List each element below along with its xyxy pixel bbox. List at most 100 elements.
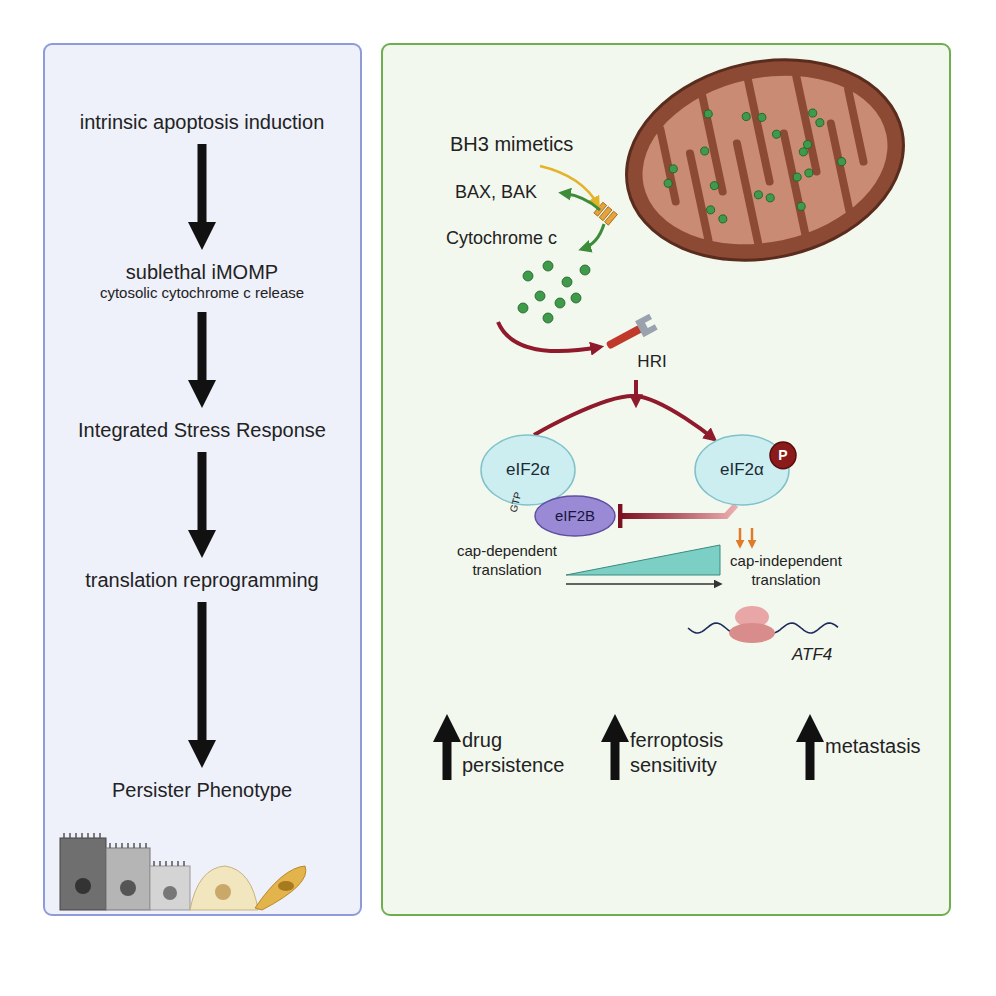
illustration-part: [93, 833, 95, 838]
illustration-part: [848, 89, 863, 161]
illustration-part: [606, 325, 643, 350]
illustration-part: [605, 211, 618, 225]
node-text: intrinsic apoptosis induction: [80, 110, 325, 134]
illustration-part: [748, 80, 770, 182]
illustration-part: [796, 202, 805, 211]
phospho-circle: P: [769, 441, 797, 470]
illustration-part: [804, 168, 813, 177]
illustration-part: [669, 164, 678, 173]
step-text: intrinsic apoptosis induction: [76, 108, 329, 136]
illustration-part: [700, 146, 709, 155]
inhibition-line: [620, 505, 736, 516]
illustration-part: [60, 838, 106, 910]
node-text: translation reprogramming: [85, 568, 318, 592]
illustration-part: [535, 291, 545, 301]
node-text: eIF2B: [555, 507, 595, 525]
outcome-label: drug persistence: [462, 728, 577, 778]
cytochrome-dots: [651, 84, 854, 237]
cytc-arrow: [582, 224, 604, 249]
left-panel: [44, 44, 361, 915]
illustration-part: [741, 112, 750, 121]
illustration-part: [543, 313, 553, 323]
illustration-part: [153, 861, 155, 866]
illustration-part: [120, 880, 136, 896]
outcome-label: ferroptosis sensitivity: [630, 728, 748, 778]
illustration-part: [115, 843, 117, 848]
drug-label: BH3 mimetics: [450, 132, 573, 157]
illustration-part: [133, 843, 135, 848]
orange-arrow: [751, 528, 754, 546]
illustration-part: [706, 205, 715, 214]
illustration-part: [215, 884, 231, 900]
illustration-part: [87, 833, 89, 838]
protein-ellipse: eIF2α: [480, 434, 576, 506]
illustration-part: [754, 190, 763, 199]
step-arrow: [197, 602, 206, 740]
illustration-part: [562, 277, 572, 287]
illustration-part: [831, 124, 849, 211]
translation-shift-arrow: [566, 583, 720, 585]
mitochondrion: [608, 35, 923, 285]
wrench-icon: [603, 314, 657, 354]
node-text: Integrated Stress Response: [78, 418, 326, 442]
step-arrow: [198, 144, 207, 222]
illustration-part: [75, 878, 91, 894]
illustration-part: [139, 843, 141, 848]
illustration-part: [165, 861, 167, 866]
illustration-part: [255, 866, 306, 910]
illustration-part: [815, 118, 824, 127]
process-label: cap-dependent translation: [452, 542, 562, 580]
illustration-part: [106, 848, 150, 910]
illustration-part: [702, 96, 722, 191]
illustration-part: [81, 833, 83, 838]
illustration-part: [99, 833, 101, 838]
illustration-part: [171, 861, 173, 866]
illustration-part: [159, 861, 161, 866]
step-arrow: [197, 452, 206, 530]
node-text: Persister Phenotype: [112, 778, 292, 802]
illustration-part: [765, 193, 774, 202]
protein-ellipse: eIF2B: [534, 495, 616, 537]
protein-label: Cytochrome c: [446, 227, 557, 250]
illustration-part: [177, 861, 179, 866]
node-text: P: [778, 447, 787, 464]
illustration-part: [69, 833, 71, 838]
protein-ellipse: eIF2α P: [694, 434, 790, 506]
cytochrome-dots: [518, 261, 590, 323]
bh3-arrow: [540, 166, 598, 205]
illustration-part: [63, 833, 65, 838]
node-text: sublethal iMOMP: [100, 260, 304, 284]
illustration-part: [150, 866, 190, 910]
node-text: eIF2α: [720, 460, 764, 480]
node-text: HRI: [637, 352, 666, 372]
outcome-label: metastasis: [825, 734, 921, 759]
up-arrow: [806, 742, 815, 780]
illustration-part: [808, 108, 817, 117]
illustration-part: [627, 54, 904, 266]
cells-illustration: [60, 833, 306, 910]
illustration-part: [183, 861, 185, 866]
node-text: eIF2α: [506, 460, 550, 480]
node-shape: [535, 496, 615, 536]
illustration-part: [704, 109, 713, 118]
illustration-part: [75, 833, 77, 838]
bax-arrow: [562, 193, 600, 210]
kinase-label: HRI: [633, 350, 670, 374]
illustration-part: [518, 303, 528, 313]
step-arrow: [197, 312, 206, 380]
phosphorylation-arrow: [534, 396, 714, 439]
microvilli: [64, 833, 184, 866]
illustration-part: [792, 172, 801, 181]
node-shape: [481, 435, 575, 505]
orange-arrow: [739, 528, 742, 546]
illustration-part: [718, 214, 727, 223]
right-panel: [382, 44, 950, 915]
illustration-part: [608, 35, 923, 285]
step-text: sublethal iMOMPcytosolic cytochrome c re…: [96, 258, 308, 304]
illustration-part: [663, 179, 672, 188]
illustration-part: [163, 886, 177, 900]
illustration-part: [121, 843, 123, 848]
up-arrow: [443, 742, 452, 780]
hri-arrow: [634, 380, 638, 404]
